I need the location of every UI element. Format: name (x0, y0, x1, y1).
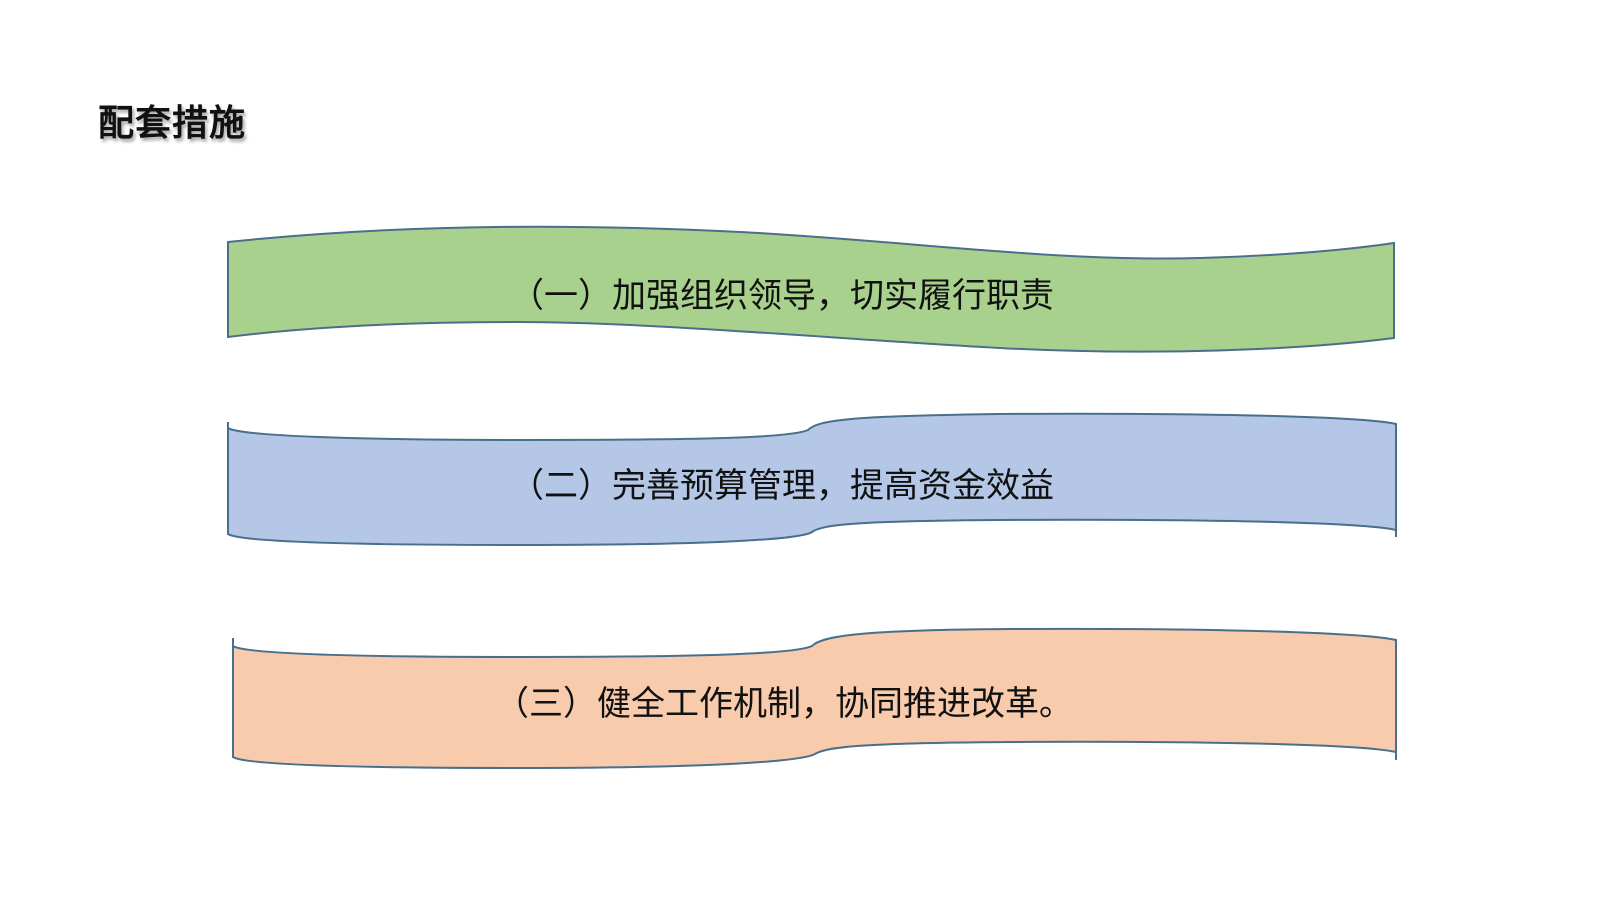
banner-label-1: （一）加强组织领导，切实履行职责 (510, 276, 1054, 316)
banner-shape-3 (232, 627, 1397, 770)
banner-shape-1 (227, 225, 1395, 353)
banner-label-2: （二）完善预算管理，提高资金效益 (510, 466, 1054, 506)
banner-shape-2 (227, 412, 1397, 547)
slide-title: 配套措施 (98, 102, 247, 144)
banner-label-3: （三）健全工作机制，协同推进改革。 (495, 684, 1073, 724)
